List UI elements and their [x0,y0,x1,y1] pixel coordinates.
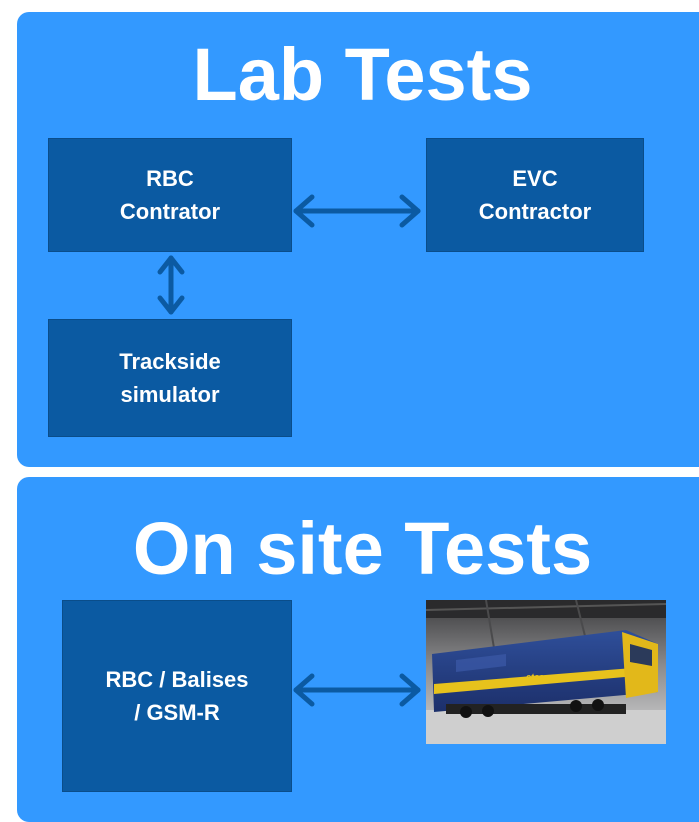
lab-tests-title: Lab Tests [192,33,533,116]
trackside-simulator-box: Trackside simulator [48,319,292,437]
rbc-balises-gsmr-box: RBC / Balises / GSM-R [62,600,292,792]
on-site-tests-title: On site Tests [132,507,593,590]
rbc-contrator-box: RBC Contrator [48,138,292,252]
evc-contractor-box: EVC Contractor [426,138,644,252]
trackside-label: Trackside [119,349,221,374]
gsmr-label: / GSM-R [134,700,220,725]
evc-label: EVC [512,166,558,191]
contrator-label: Contrator [119,199,221,224]
locomotive-image: etcs [426,600,666,744]
rbc-label: RBC [146,166,194,191]
simulator-label: simulator [120,382,220,407]
contractor-label: Contractor [478,199,592,224]
train-photo: etcs [426,600,666,744]
etcs-logo: etcs [526,672,544,682]
rbc-balises-label: RBC / Balises [105,667,249,692]
